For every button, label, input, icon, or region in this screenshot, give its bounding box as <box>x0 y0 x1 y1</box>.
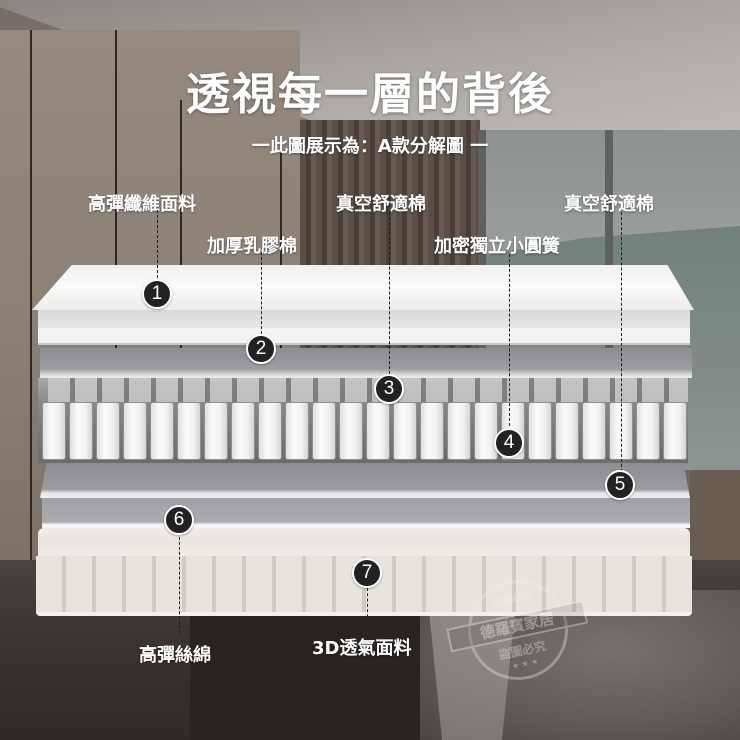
leader-line-1 <box>157 210 158 278</box>
leader-line-3 <box>389 212 390 374</box>
label-layer-5: 真空舒適棉 <box>564 194 654 215</box>
badge-5: 5 <box>605 470 635 500</box>
spring-coil <box>555 402 579 460</box>
spring-coil <box>663 402 687 460</box>
spring-coil <box>447 402 471 460</box>
layer-3-comfort-foam <box>40 348 692 378</box>
label-layer-3: 真空舒適棉 <box>336 194 426 215</box>
layer-7-base-top <box>38 528 690 558</box>
layer-4-pocket-springs <box>38 378 688 463</box>
spring-coil <box>42 402 66 460</box>
label-layer-7: 3D透氣面料 <box>312 638 412 659</box>
badge-2: 2 <box>246 334 276 364</box>
label-layer-4: 加密獨立小圓簧 <box>434 236 560 257</box>
page-subtitle: 一此圖展示為：A款分解圖 一 <box>251 136 489 157</box>
spring-coil <box>69 402 93 460</box>
badge-1: 1 <box>142 279 172 309</box>
spring-coil <box>474 402 498 460</box>
spring-coil <box>231 402 255 460</box>
background-side-table <box>690 470 740 570</box>
wall-panel-line <box>30 30 32 570</box>
badge-7: 7 <box>352 558 382 588</box>
layer-2-latex-foam <box>38 310 690 345</box>
springs-top-surface <box>48 378 688 402</box>
spring-coil <box>366 402 390 460</box>
spring-coil <box>582 402 606 460</box>
spring-coil <box>393 402 417 460</box>
leader-line-5 <box>621 212 622 472</box>
leader-line-2 <box>261 252 262 334</box>
label-layer-6: 高彈絲綿 <box>139 645 211 666</box>
spring-coil <box>420 402 444 460</box>
layer-1-fiber-fabric <box>32 265 694 310</box>
spring-coil <box>123 402 147 460</box>
leader-line-4 <box>509 254 510 426</box>
badge-3: 3 <box>374 374 404 404</box>
spring-coil <box>285 402 309 460</box>
layer-6-silk-wadding <box>42 498 690 528</box>
leader-line-6 <box>179 532 180 634</box>
label-layer-2: 加厚乳膠棉 <box>207 236 297 257</box>
spring-coil <box>312 402 336 460</box>
spring-coil <box>528 402 552 460</box>
spring-coil <box>636 402 660 460</box>
leader-line-7 <box>367 588 368 628</box>
spring-coil <box>339 402 363 460</box>
badge-4: 4 <box>494 428 524 458</box>
label-layer-1: 高彈纖維面料 <box>88 194 196 215</box>
spring-coil <box>96 402 120 460</box>
springs-row <box>42 402 688 460</box>
page-title: 透視每一層的背後 <box>186 69 554 120</box>
spring-coil <box>150 402 174 460</box>
layer-5-comfort-foam <box>40 463 690 498</box>
badge-6: 6 <box>164 505 194 535</box>
spring-coil <box>204 402 228 460</box>
spring-coil <box>258 402 282 460</box>
spring-coil <box>177 402 201 460</box>
